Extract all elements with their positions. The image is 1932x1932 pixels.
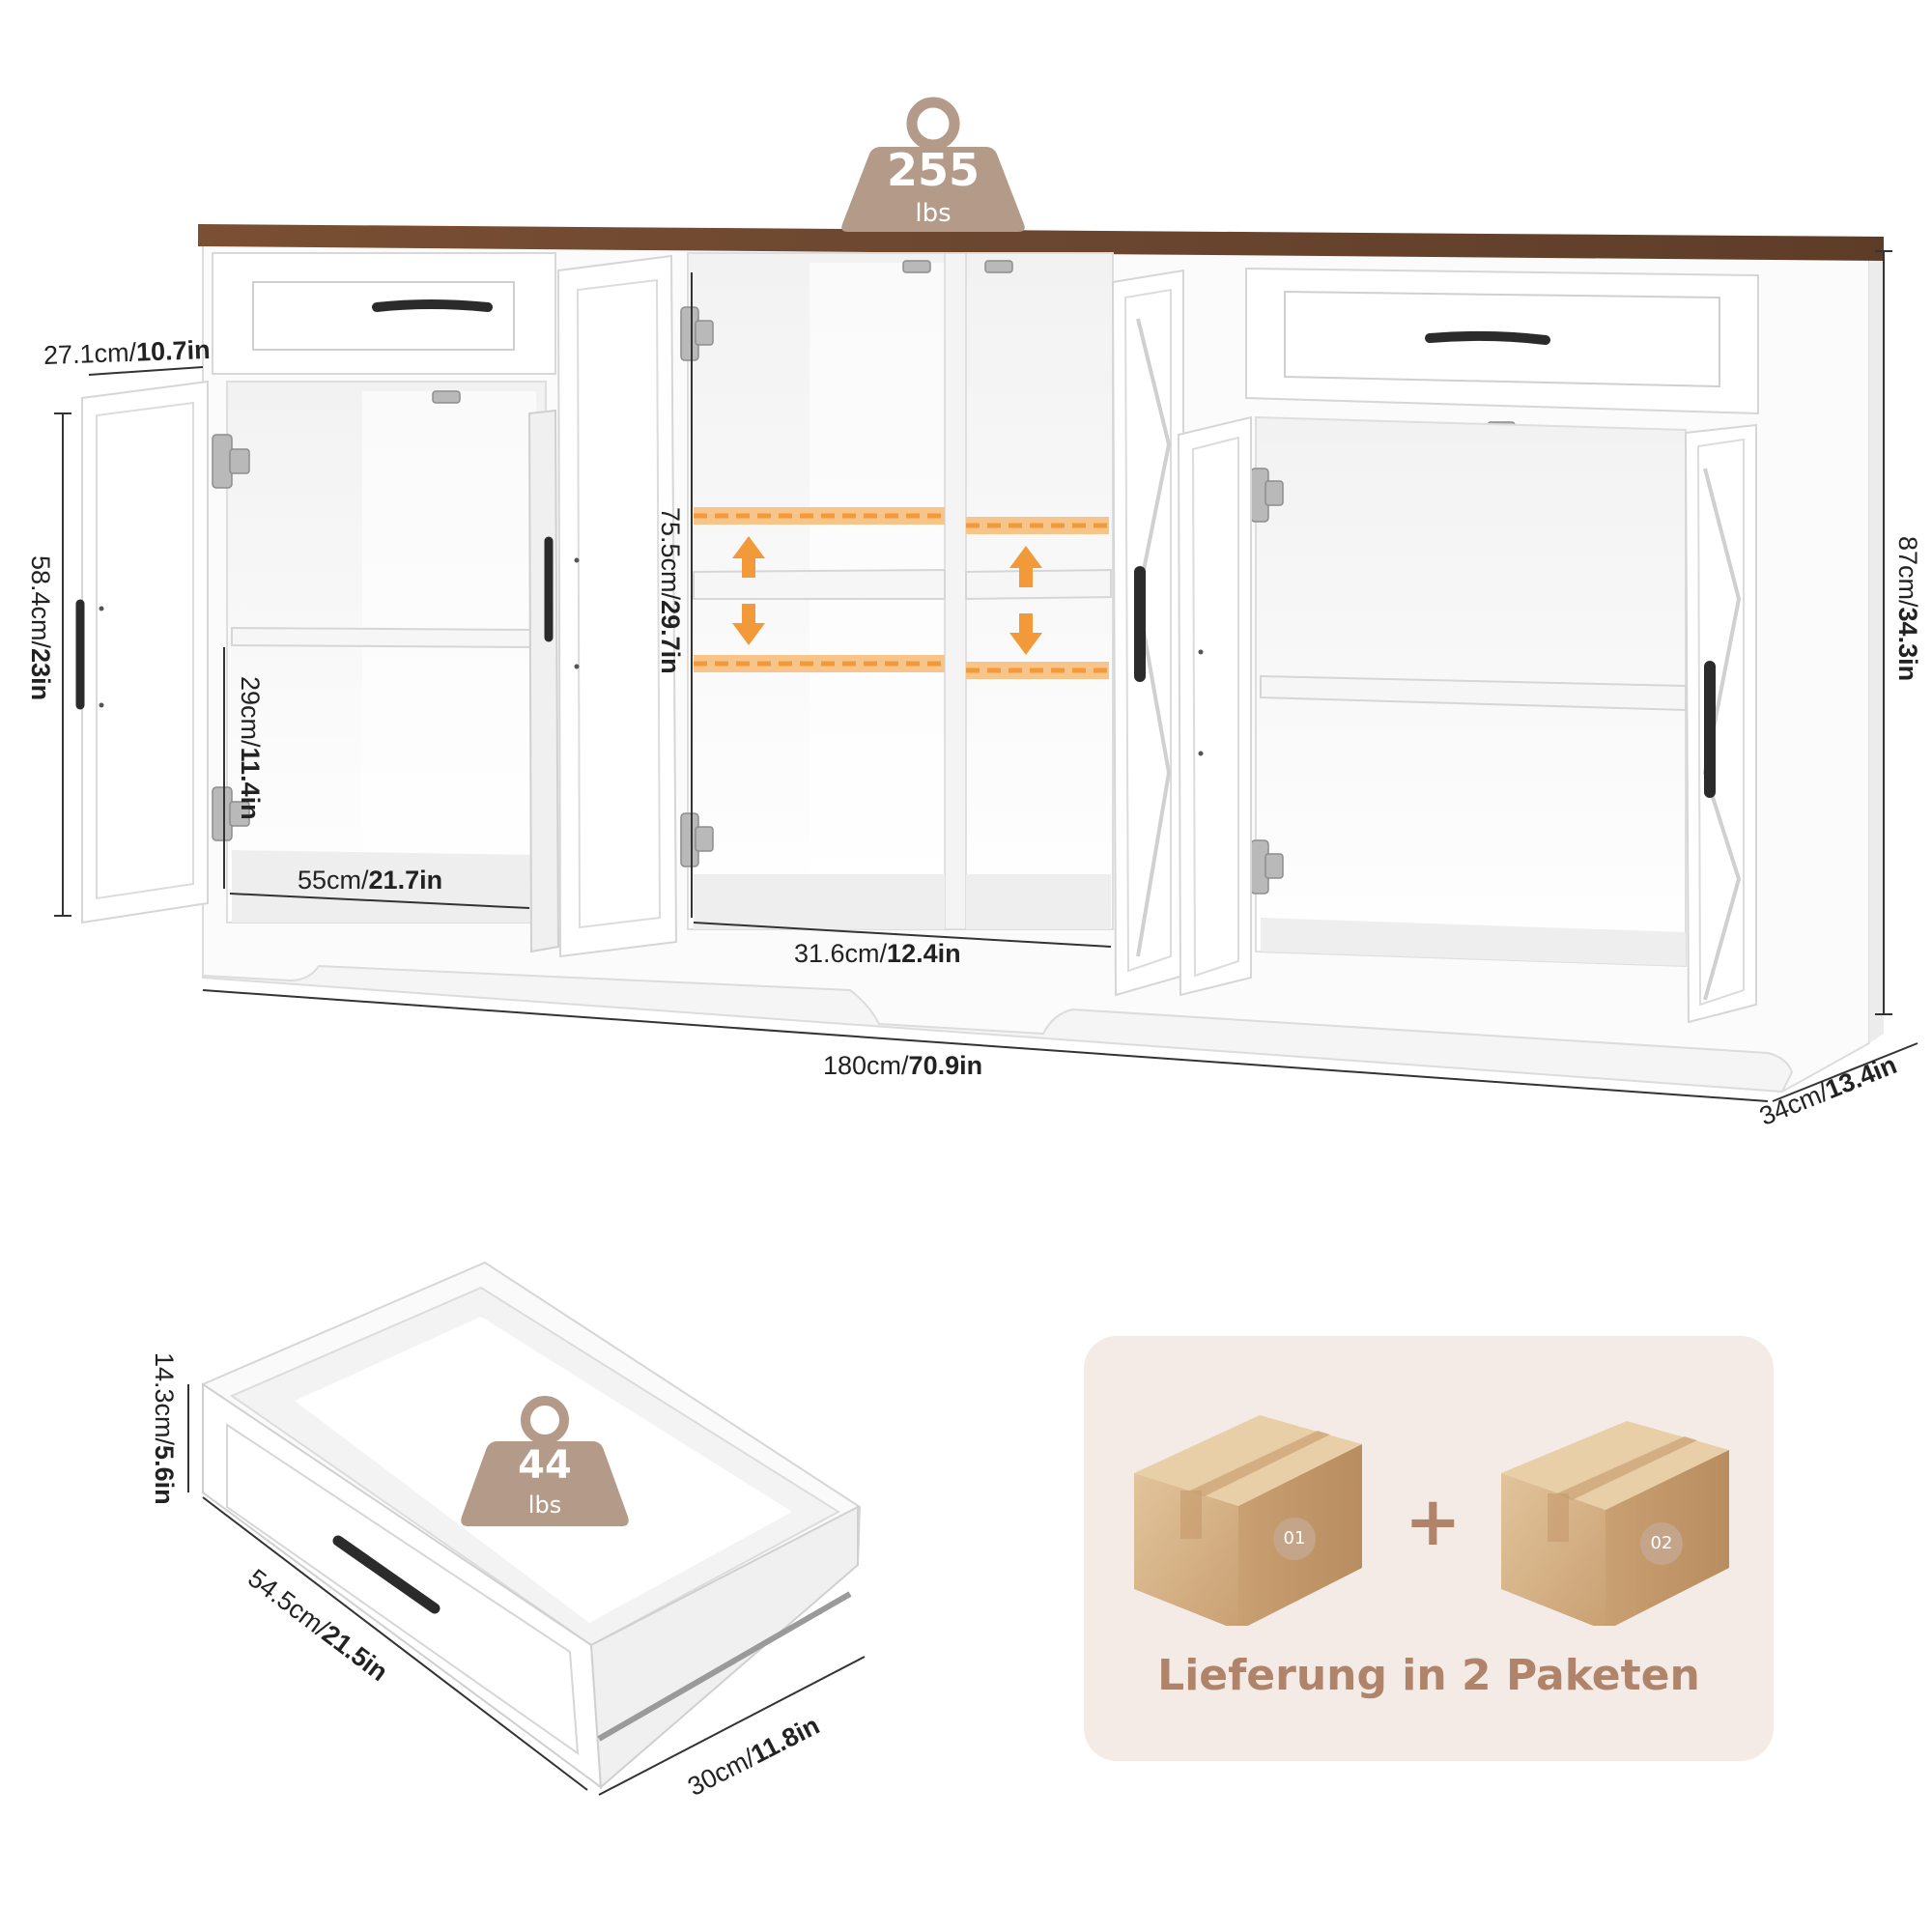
left-inner-door <box>527 409 560 953</box>
dim-center-width: 31.6cm/12.4in <box>794 941 961 967</box>
left-hinges <box>212 434 250 841</box>
center-hinges <box>432 260 1516 867</box>
dim-side-width-cm: 55cm/ <box>298 866 369 895</box>
center-left-door <box>556 254 678 958</box>
dim-side-width: 55cm/21.7in <box>298 867 442 894</box>
dim-total-height-in: 34.3in <box>1893 607 1922 682</box>
package-box-1 <box>1134 1415 1362 1626</box>
drawer-weight-unit: lbs <box>527 1492 562 1519</box>
weight-badge-cabinet <box>841 97 1025 232</box>
dim-center-width-in: 12.4in <box>887 939 961 968</box>
delivery-caption: Lieferung in 2 Paketen <box>1157 1651 1700 1700</box>
delivery-panel: 01 02 + Lieferung in 2 Paketen <box>1084 1336 1774 1761</box>
wood-top <box>198 224 1884 261</box>
right-drawer <box>1245 267 1759 415</box>
drawer-illustration <box>187 1261 866 1796</box>
package-boxes <box>1134 1415 1729 1626</box>
dim-center-width-cm: 31.6cm/ <box>794 939 888 968</box>
dim-drawer-depth-in: 10.7in <box>135 334 212 367</box>
dim-total-width: 180cm/70.9in <box>823 1053 982 1079</box>
cabinet-weight-value: 255 <box>886 144 980 196</box>
dim-side-door-height: 58.4cm/23in <box>26 555 55 701</box>
dimension-lines <box>54 250 1918 1102</box>
left-compartment <box>226 381 547 923</box>
package-box-1-label: 01 <box>1273 1518 1316 1560</box>
right-compartment <box>1255 415 1687 968</box>
center-right-door <box>1111 269 1184 997</box>
dim-drawer-depth-cm: 27.1cm/ <box>43 337 137 371</box>
dim-total-width-in: 70.9in <box>908 1051 983 1080</box>
dim-side-door-height-cm: 58.4cm/ <box>26 555 55 649</box>
dim-side-width-in: 21.7in <box>368 866 443 895</box>
dim-total-height-cm: 87cm/ <box>1893 536 1922 608</box>
dim-center-height-in: 29.7in <box>656 600 685 674</box>
adjustable-shelf-indicators <box>694 507 1109 679</box>
drawer-weight-value: 44 <box>518 1443 572 1488</box>
dim-side-door-height-in: 23in <box>26 648 55 701</box>
right-inner-door <box>1177 415 1252 997</box>
weight-badge-drawer <box>461 1396 629 1526</box>
dim-center-height: 75.5cm/29.7in <box>656 507 685 674</box>
up-down-arrows <box>732 536 1042 655</box>
dim-drawer-height: 14.3cm/5.6in <box>150 1352 179 1505</box>
dim-drawer-height-cm: 14.3cm/ <box>150 1352 179 1446</box>
dim-drawer-depth: 27.1cm/10.7in <box>43 334 212 371</box>
dim-total-width-cm: 180cm/ <box>823 1051 909 1080</box>
package-box-2 <box>1501 1421 1729 1626</box>
left-drawer <box>212 252 556 375</box>
dim-shelf-gap: 29cm/11.4in <box>236 676 265 820</box>
dim-shelf-gap-cm: 29cm/ <box>236 676 265 748</box>
cabinet-weight-unit: lbs <box>915 199 952 228</box>
dim-center-height-cm: 75.5cm/ <box>656 507 685 601</box>
dim-total-height: 87cm/34.3in <box>1893 536 1922 682</box>
dim-drawer-height-in: 5.6in <box>150 1445 179 1505</box>
left-outer-door <box>75 380 209 924</box>
center-compartment <box>687 252 1114 930</box>
right-outer-door <box>1684 423 1757 1024</box>
dim-shelf-gap-in: 11.4in <box>236 747 265 820</box>
package-box-2-label: 02 <box>1640 1522 1683 1565</box>
plus-sign: + <box>1405 1482 1462 1561</box>
